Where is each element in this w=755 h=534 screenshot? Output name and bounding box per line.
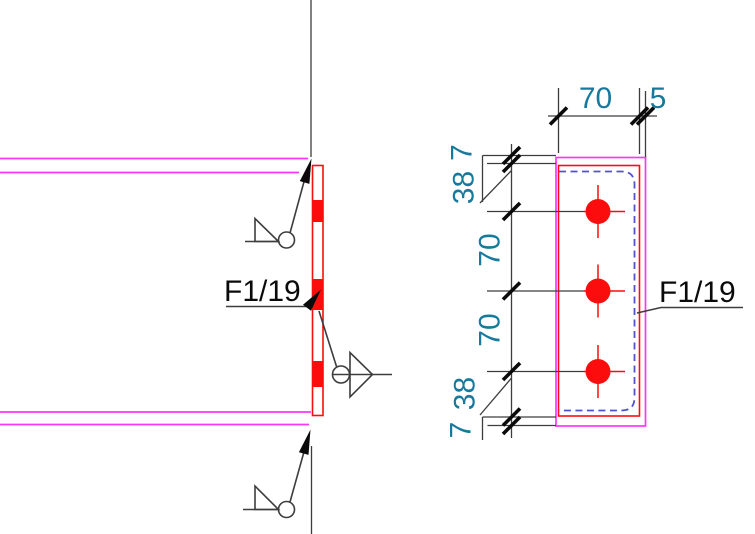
plate-label-callout-right: F1/19 [636, 276, 743, 314]
dimension-tick [501, 145, 522, 166]
weld-symbol-middle [318, 310, 392, 399]
vertical-dimension-chain: 7 38 70 70 38 7 [445, 144, 556, 440]
weld-all-around-circle-icon [277, 231, 296, 249]
bolt-zone-1 [312, 200, 323, 222]
plate-mark-label: F1/19 [659, 276, 736, 309]
front-view: 7 38 70 70 38 7 70 5 F1/19 [445, 82, 743, 440]
bolt-zone-3 [312, 361, 323, 387]
weld-leader-arrowhead [299, 158, 312, 184]
weld-leader-arrowhead [298, 429, 311, 455]
dimension-tick [501, 415, 522, 436]
dimension-tick [635, 106, 656, 126]
dimension-value: 70 [474, 233, 507, 266]
dimension-value: 38 [448, 171, 481, 204]
weld-symbol-top [245, 158, 312, 249]
dimension-text-leader [479, 170, 512, 204]
bolt-row-3 [487, 345, 625, 398]
bolt-row-2 [487, 264, 625, 318]
hidden-inner-wall-line [559, 170, 636, 412]
dimension-tick [501, 153, 522, 174]
fillet-weld-triangle-icon [349, 350, 374, 399]
label-leader-arrowhead [303, 289, 321, 311]
weld-leader-line [318, 310, 338, 367]
dimension-value: 70 [579, 82, 612, 115]
beam-section-outline [555, 156, 647, 427]
weld-all-around-circle-icon [277, 500, 296, 519]
label-leader-line [636, 306, 743, 314]
dimension-value: 7 [445, 422, 478, 439]
dimension-value: 5 [650, 82, 667, 115]
bolt-row-1 [487, 185, 625, 238]
weld-symbol-bottom [243, 429, 311, 519]
bolt [585, 199, 611, 224]
fillet-weld-triangle-icon [254, 484, 281, 511]
dimension-tick [501, 407, 522, 427]
dimension-value: 7 [446, 144, 479, 161]
plate-label-callout-left: F1/19 [224, 275, 321, 311]
top-dimension: 70 5 [548, 82, 666, 157]
dimension-tick [629, 106, 650, 126]
bolt [585, 359, 611, 384]
plate-mark-label: F1/19 [224, 275, 301, 308]
dimension-value: 38 [449, 377, 482, 410]
dimension-tick [548, 106, 569, 126]
fillet-weld-triangle-icon [254, 216, 281, 243]
dimension-tick [501, 361, 522, 382]
dimension-value: 70 [474, 313, 507, 346]
dimension-tick [501, 201, 522, 222]
side-view: F1/19 [0, 0, 392, 534]
bolt [585, 278, 611, 304]
dimension-tick [501, 281, 522, 301]
dimension-text-leader [479, 377, 512, 416]
